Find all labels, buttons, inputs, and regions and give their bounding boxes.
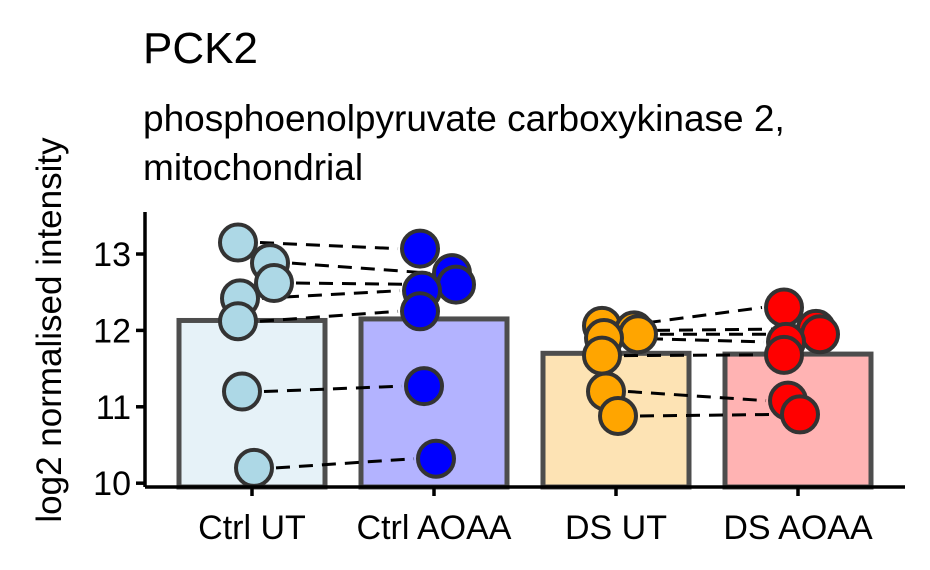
data-point — [780, 394, 820, 435]
x-tick-label: DS UT — [565, 509, 667, 547]
data-point — [618, 314, 658, 355]
pairing-line — [259, 309, 399, 323]
chart-subtitle-line-2: mitochondrial — [143, 147, 363, 188]
data-point — [400, 291, 440, 332]
data-point — [254, 263, 294, 304]
data-point — [598, 395, 638, 436]
pairing-line — [263, 384, 403, 394]
chart-title: PCK2 — [143, 24, 258, 73]
data-point — [436, 264, 476, 305]
data-point — [400, 228, 440, 269]
data-point — [800, 314, 840, 355]
data-point — [222, 371, 262, 412]
x-tick-label: Ctrl AOAA — [357, 509, 512, 547]
x-tick-label: Ctrl UT — [198, 509, 306, 547]
data-point — [416, 438, 456, 479]
pairing-line — [259, 241, 399, 251]
y-tick-label: 13 — [93, 236, 131, 274]
y-axis-label: log2 normalised intensity — [30, 137, 69, 523]
pairing-line — [623, 353, 763, 358]
chart-subtitle: phosphoenolpyruvate carboxykinase 2, mit… — [143, 98, 795, 188]
data-point — [404, 366, 444, 407]
y-tick-label: 12 — [93, 312, 131, 350]
chart-subtitle-line-1: phosphoenolpyruvate carboxykinase 2, — [143, 98, 785, 139]
pairing-lines-layer — [259, 241, 798, 470]
y-tick-label: 11 — [96, 389, 131, 427]
points-layer — [218, 222, 840, 488]
x-tick-label: DS AOAA — [723, 509, 873, 547]
pairing-line — [639, 412, 779, 418]
data-point — [218, 222, 258, 263]
pairing-line — [275, 457, 415, 470]
data-point — [218, 301, 258, 342]
data-point — [764, 334, 804, 375]
data-point — [582, 335, 622, 376]
data-point — [234, 447, 274, 488]
pairing-line — [627, 390, 767, 403]
data-point — [764, 287, 804, 328]
y-tick-label: 10 — [93, 465, 131, 503]
pairing-line — [291, 261, 431, 275]
